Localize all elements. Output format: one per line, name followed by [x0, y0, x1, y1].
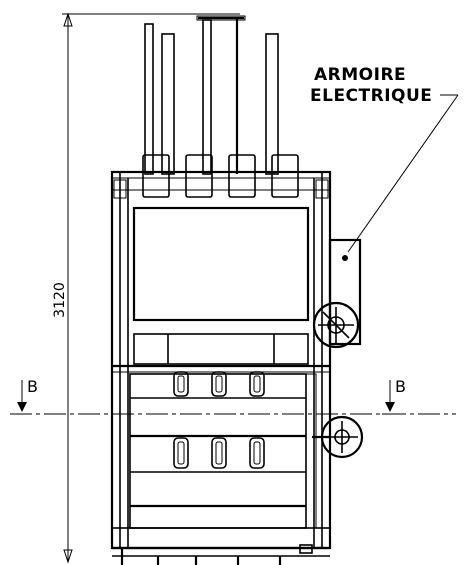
height-dimension: 3120: [52, 12, 240, 564]
callout-label-line2: ELECTRIQUE: [310, 86, 432, 106]
upper-chamber: [112, 206, 330, 373]
rod-1: [144, 23, 154, 175]
cylinder-blocks: [142, 154, 299, 198]
upper-door-panel: [132, 206, 310, 322]
cylinder-block-3: [228, 154, 256, 198]
platen: [133, 333, 309, 365]
height-dimension-label: 3120: [52, 282, 68, 318]
rod-2: [161, 33, 175, 175]
cabinet-indicator: [342, 255, 348, 261]
cylinder-block-2: [185, 154, 213, 198]
chain-hooks-upper: [173, 371, 265, 397]
rod-3: [202, 19, 212, 175]
section-label-left: B: [27, 377, 38, 396]
electrical-cabinet: [328, 238, 362, 346]
machine-frame: [110, 170, 332, 550]
section-line-b-b: B B: [10, 377, 456, 415]
hand-wheel-lower: [312, 415, 364, 459]
chain-hooks-lower: [173, 437, 265, 469]
callout-leader-line: [347, 94, 459, 253]
callout-label-line1: ARMOIRE: [314, 65, 406, 85]
lower-chamber: [111, 373, 331, 549]
outer-frame: [110, 170, 332, 550]
cylinder-block-4: [271, 154, 299, 198]
rod-5: [265, 33, 279, 175]
section-arrow-right: [382, 380, 398, 415]
cylinder-block-1: [142, 154, 170, 198]
cabinet-callout: ARMOIRE ELECTRIQUE: [310, 65, 459, 253]
section-label-right: B: [395, 377, 406, 396]
section-arrow-left: [14, 380, 30, 415]
top-rods: [144, 15, 279, 175]
base-feet: [112, 544, 330, 565]
hand-wheel-upper: [312, 301, 360, 349]
